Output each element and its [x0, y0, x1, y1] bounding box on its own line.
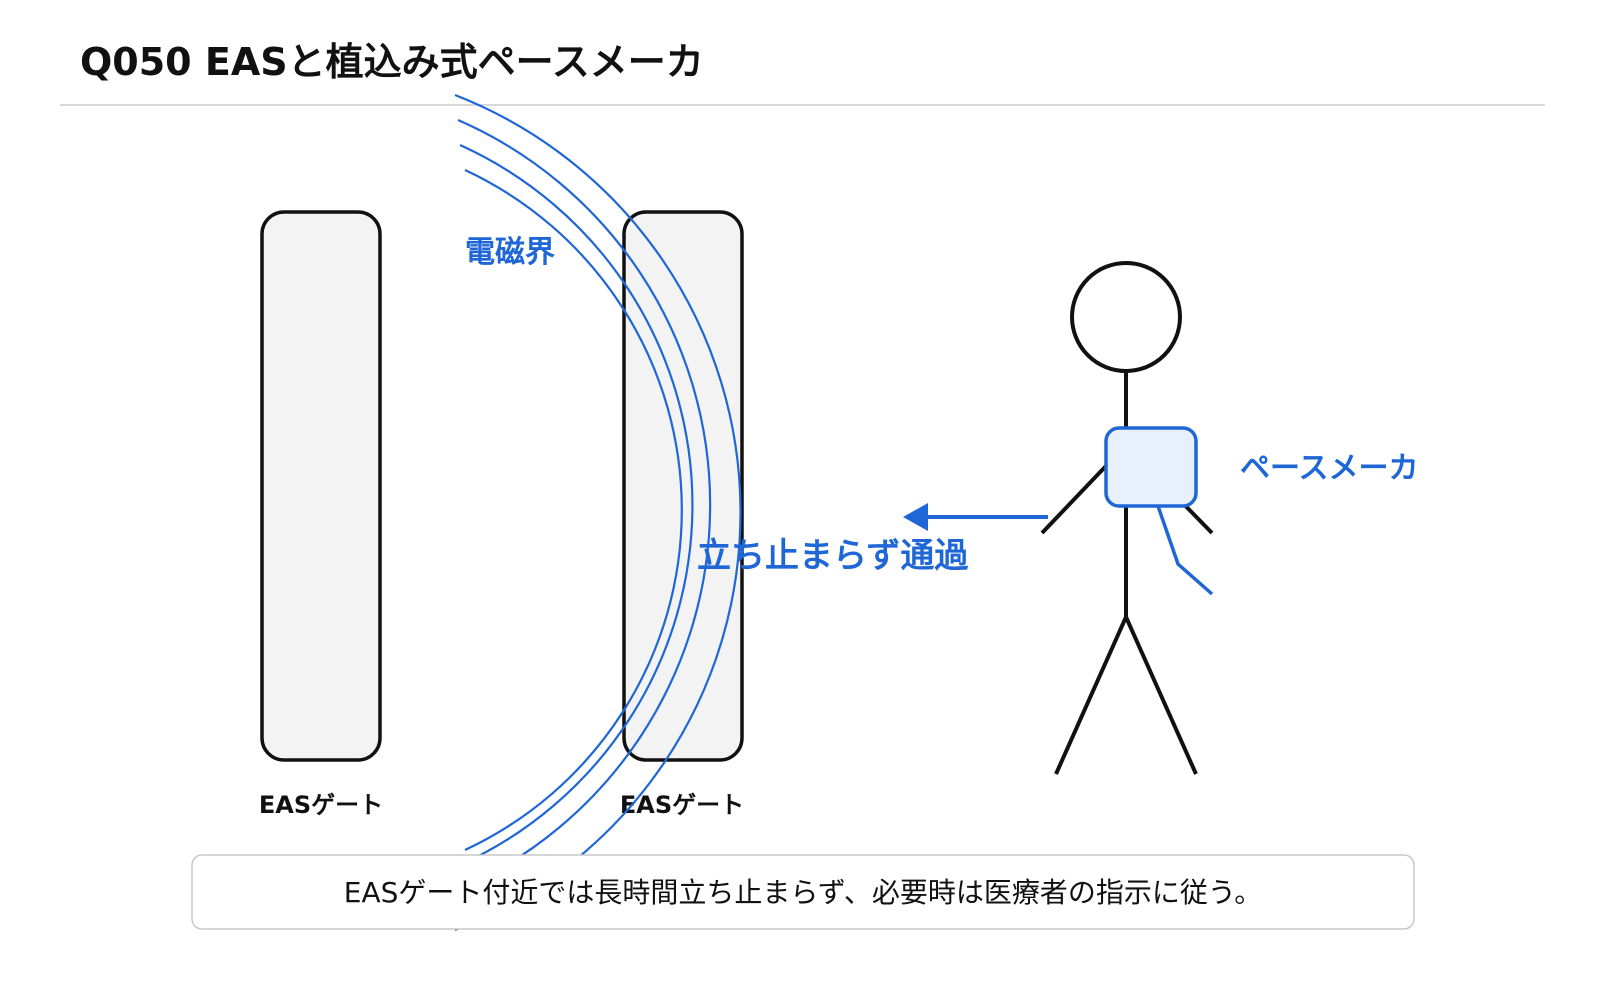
- pacemaker-lead: [1156, 505, 1214, 596]
- pacemaker-label: ペースメーカ: [1240, 451, 1419, 486]
- electromagnetic-field-arcs: [454, 93, 742, 932]
- walk-through-label: 立ち止まらず通過: [697, 536, 969, 576]
- pacemaker-device: [1104, 426, 1198, 508]
- field-arc-4: [454, 93, 742, 932]
- page-title: Q050 EASと植込み式ペースメーカ: [80, 40, 704, 84]
- field-arc-1: [464, 169, 683, 851]
- gate-left-label: EASゲート: [259, 791, 383, 819]
- gate-right-label: EASゲート: [620, 791, 744, 819]
- person-figure: [1040, 261, 1214, 775]
- walk-through-arrow-head: [903, 503, 928, 531]
- note-text: EASゲート付近では長時間立ち止まらず、必要時は医療者の指示に従う。: [344, 876, 1262, 909]
- field-arc-2: [459, 143, 694, 867]
- eas-gate-right: [622, 210, 744, 762]
- note-box: [191, 854, 1415, 930]
- field-arc-3: [457, 118, 712, 892]
- eas-gate-left: [260, 210, 382, 762]
- field-label: 電磁界: [465, 235, 555, 270]
- person-leg-left: [1054, 616, 1128, 775]
- person-leg-right: [1124, 616, 1198, 775]
- person-head: [1070, 261, 1182, 373]
